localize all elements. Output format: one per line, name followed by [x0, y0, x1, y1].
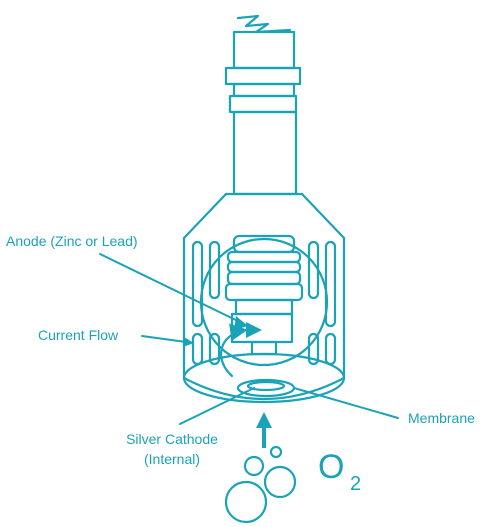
- cable-break-line: [236, 14, 292, 34]
- slot-left-3: [191, 332, 204, 366]
- cathode-leader-line: [179, 387, 255, 425]
- sensor-body: [182, 14, 346, 404]
- leader-lines: [99, 253, 399, 425]
- membrane-label: Membrane: [408, 410, 475, 426]
- anode-ring-1: [226, 250, 302, 264]
- neck-lower: [228, 94, 298, 114]
- anode-label: Anode (Zinc or Lead): [6, 233, 138, 249]
- shoulder: [182, 192, 346, 240]
- slot-right-1: [324, 240, 337, 328]
- slot-right-4: [307, 332, 320, 366]
- neck-upper: [232, 82, 296, 98]
- bubble-medium: [263, 465, 297, 499]
- anode-ring-3: [226, 270, 302, 286]
- oxygen-flow-arrow: [256, 412, 272, 448]
- inner-chamber: [199, 237, 329, 367]
- current-flow-arrow: [220, 322, 262, 378]
- current-flow-leader-line: [141, 335, 187, 343]
- bottom-cap: [182, 376, 346, 401]
- housing: [182, 236, 346, 380]
- membrane-inner: [246, 380, 286, 392]
- oxygen-symbol: O: [318, 448, 344, 486]
- bubble-large: [224, 480, 268, 524]
- oxygen-subscript: 2: [350, 473, 361, 495]
- membrane-leader-line: [293, 387, 399, 419]
- slot-right-3: [324, 332, 337, 366]
- cathode-label-line1: Silver Cathode: [126, 431, 218, 447]
- anode-tip: [250, 340, 278, 356]
- collar: [224, 66, 302, 86]
- current-flow-label: Current Flow: [38, 327, 119, 343]
- anode-ring-2: [226, 260, 302, 274]
- anode-leader-arrow: [234, 316, 248, 330]
- current-flow-arrow-head: [246, 322, 262, 338]
- cable: [232, 30, 296, 70]
- anode-leader-line: [99, 253, 245, 325]
- bubble-small: [243, 455, 265, 477]
- bubble-tiny: [269, 445, 283, 459]
- current-flow-leader-arrow: [183, 337, 194, 347]
- slot-left-4: [208, 332, 221, 366]
- slot-right-2: [307, 240, 320, 300]
- slot-left-1: [191, 240, 204, 328]
- bottom-face: [182, 352, 346, 404]
- anode-base: [224, 282, 304, 302]
- anode-neck: [234, 298, 294, 316]
- slot-left-2: [208, 240, 221, 300]
- cathode-label-line2: (Internal): [144, 451, 200, 467]
- oxygen-flow-arrow-head: [256, 412, 272, 428]
- oxygen-bubbles: [224, 445, 297, 524]
- stem-tube: [232, 110, 298, 196]
